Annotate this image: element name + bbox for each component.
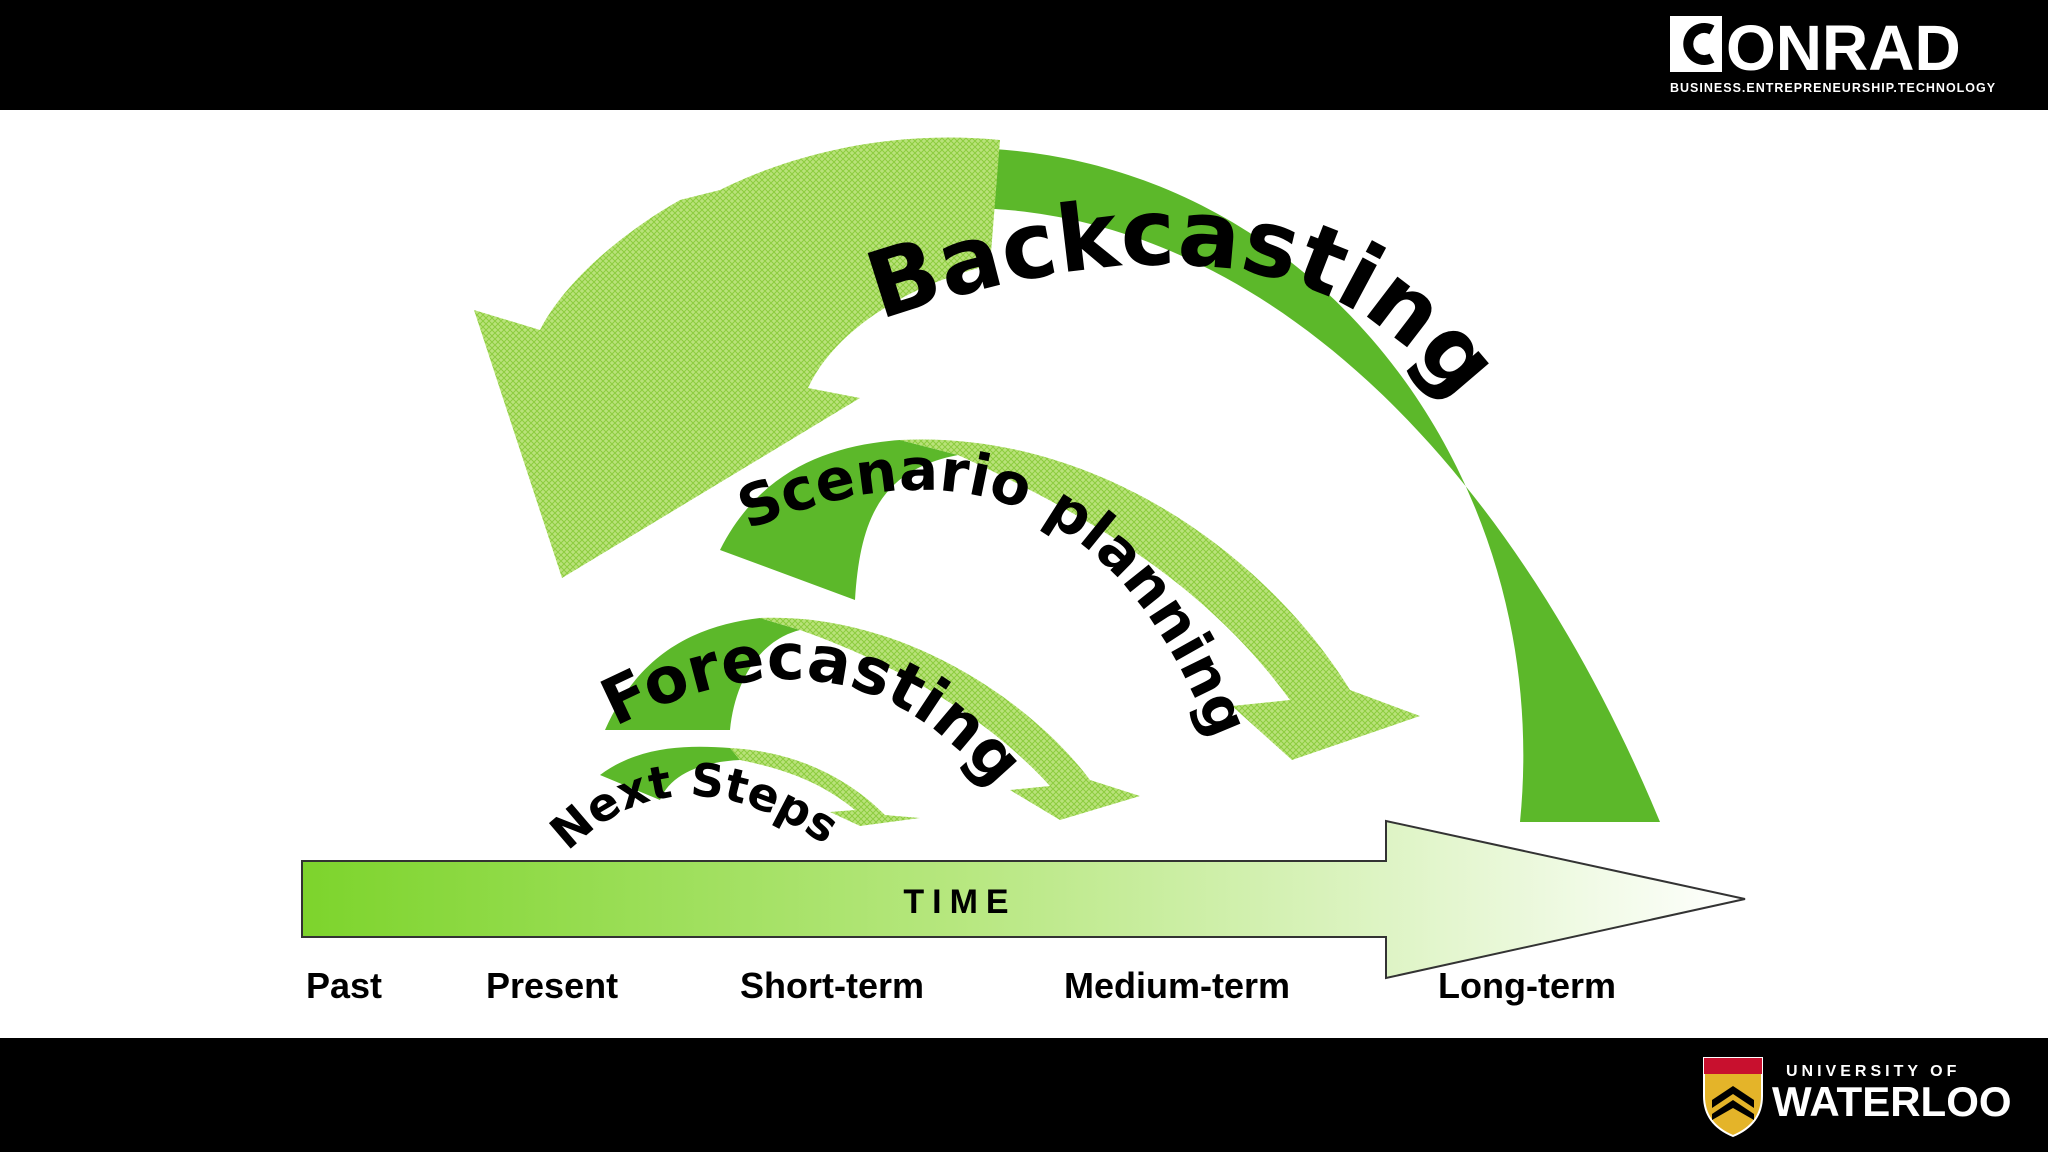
uw-logo-line1: UNIVERSITY OF bbox=[1786, 1063, 1960, 1080]
timeline-label-present: Present bbox=[486, 965, 618, 1006]
waterloo-crest-icon: UNIVERSITY OF WATERLOO bbox=[1703, 1057, 2012, 1138]
timeline-label-short-term: Short-term bbox=[740, 965, 924, 1006]
timeline-label-long-term: Long-term bbox=[1438, 965, 1616, 1006]
time-arrow: TIME bbox=[301, 819, 1746, 980]
next-steps-arrow bbox=[600, 746, 920, 826]
conrad-logo-icon: ONRAD BUSINESS.ENTREPRENEURSHIP.TECHNOLO… bbox=[1670, 12, 1996, 95]
conrad-logo-tagline: BUSINESS.ENTREPRENEURSHIP.TECHNOLOGY bbox=[1670, 81, 1996, 95]
timeline-label-past: Past bbox=[306, 965, 382, 1006]
forecasting-arrow bbox=[605, 617, 1140, 820]
timeline-label-medium-term: Medium-term bbox=[1064, 965, 1290, 1006]
scenario-planning-arrow bbox=[720, 439, 1420, 760]
uw-logo-line2: WATERLOO bbox=[1772, 1078, 2012, 1125]
conrad-logo-wordmark: ONRAD bbox=[1726, 12, 1961, 84]
backcasting-arrow bbox=[474, 137, 1660, 822]
backcasting-label: Backcasting bbox=[854, 179, 1520, 416]
time-arrow-label: TIME bbox=[903, 883, 1016, 921]
